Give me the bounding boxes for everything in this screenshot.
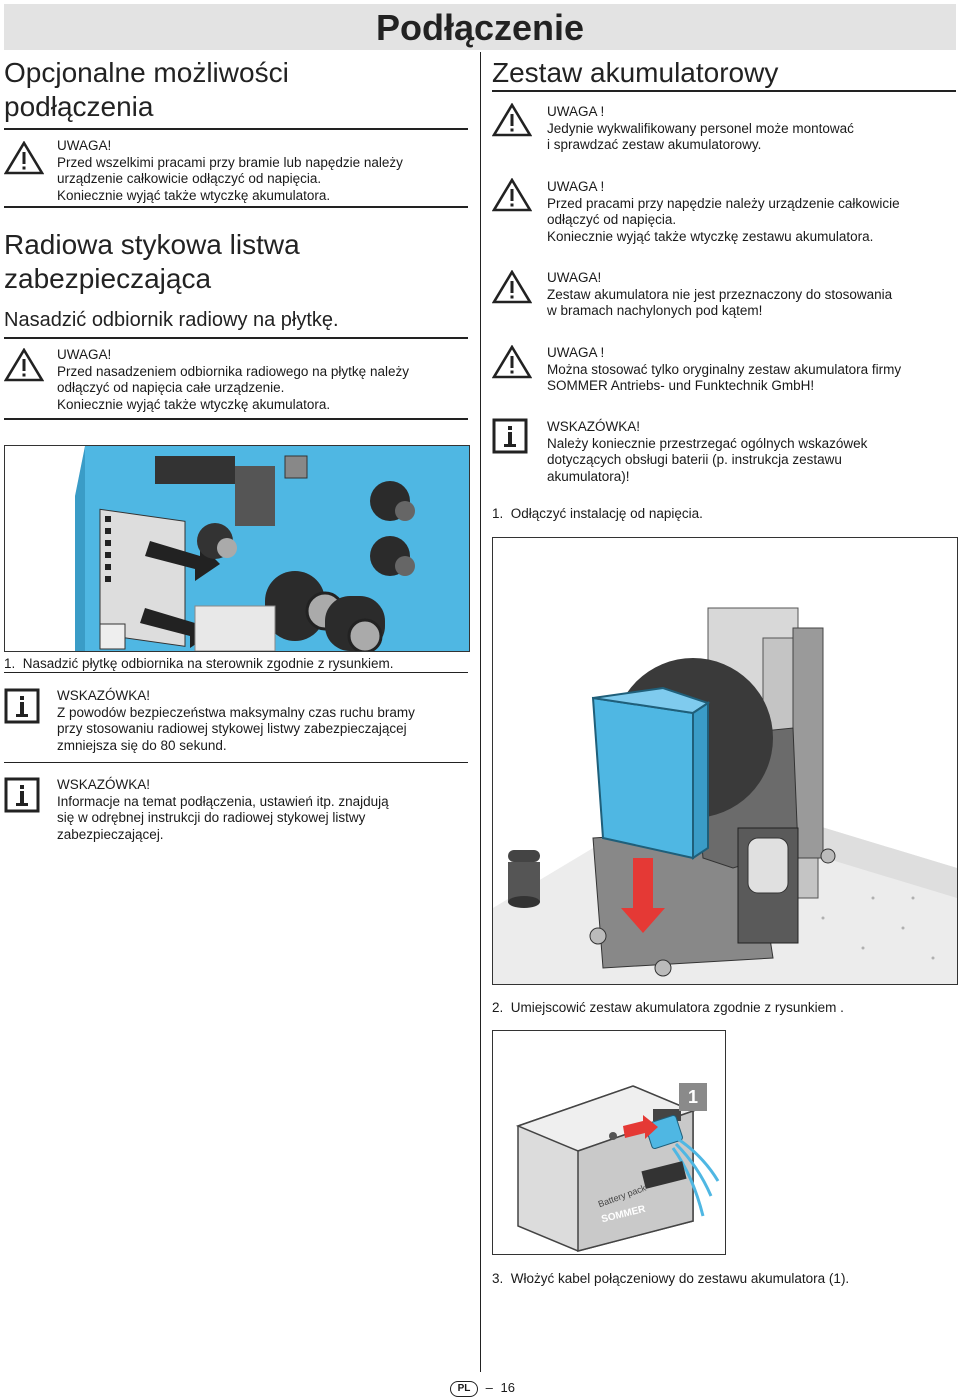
step-1-right: 1. Odłączyć instalację od napięcia.	[492, 506, 703, 522]
header-bar	[4, 4, 956, 50]
warning-icon	[4, 141, 44, 175]
hint-note: WSKAZÓWKA! Należy koniecznie przestrzega…	[547, 419, 867, 485]
step-number: 2.	[492, 1000, 504, 1015]
warning-text-line: Można stosować tylko oryginalny zestaw a…	[547, 361, 902, 377]
warning-note: UWAGA ! Jedynie wykwalifikowany personel…	[547, 104, 854, 154]
divider	[492, 90, 956, 92]
hint-text-line: Należy koniecznie przestrzegać ogólnych …	[547, 435, 868, 451]
info-icon	[4, 777, 40, 813]
warning-text-line: Zestaw akumulatora nie jest przeznaczony…	[547, 286, 893, 302]
battery-cable-figure: 1 Battery pack SOMMER	[492, 1030, 726, 1255]
hint-text-line: Z powodów bezpieczeństwa maksymalny czas…	[57, 704, 415, 720]
section-title-line: zabezpieczająca	[4, 263, 212, 294]
hint-note: WSKAZÓWKA! Informacje na temat podłączen…	[57, 777, 389, 843]
warning-text-line: Przed pracami przy napędzie należy urząd…	[547, 195, 900, 211]
column-divider	[480, 52, 481, 1372]
warning-label: UWAGA!	[57, 347, 112, 362]
section-subtitle: Nasadzić odbiornik radiowy na płytkę.	[4, 309, 339, 331]
info-icon	[4, 688, 40, 724]
warning-icon	[492, 270, 532, 304]
warning-text-line: Przed wszelkimi pracami przy bramie lub …	[57, 154, 403, 170]
section-title-line: Radiowa stykowa listwa	[4, 229, 300, 260]
divider	[4, 672, 468, 673]
warning-text-line: odłączyć od napięcia.	[547, 212, 677, 227]
warning-icon	[492, 103, 532, 137]
warning-icon	[492, 178, 532, 212]
warning-text-line: SOMMER Antriebs- und Funktechnik GmbH!	[547, 378, 815, 393]
footer-dash-icon: –	[485, 1380, 493, 1395]
warning-label: UWAGA !	[547, 104, 605, 119]
step-number: 1.	[4, 656, 16, 671]
hint-text-line: przy stosowaniu radiowej stykowej listwy…	[57, 721, 407, 736]
section-optional-connections-title: Opcjonalne możliwości podłączenia	[4, 56, 289, 124]
warning-note: UWAGA! Zestaw akumulatora nie jest przez…	[547, 270, 892, 320]
warning-label: UWAGA !	[547, 179, 605, 194]
step-2-right: 2. Umiejscowić zestaw akumulatora zgodni…	[492, 1000, 844, 1016]
section-title-battery-pack: Zestaw akumulatorowy	[492, 57, 779, 88]
step-3-right: 3. Włożyć kabel połączeniowy do zestawu …	[492, 1271, 849, 1287]
warning-text-line: Przed nasadzeniem odbiornika radiowego n…	[57, 363, 409, 379]
receiver-board-figure	[4, 445, 470, 652]
divider	[4, 418, 468, 420]
step-1-left: 1. Nasadzić płytkę odbiornika na sterown…	[4, 656, 393, 672]
section-radio-safety-edge-title: Radiowa stykowa listwa zabezpieczająca	[4, 228, 300, 296]
step-text: Nasadzić płytkę odbiornika na sterownik …	[22, 656, 394, 671]
page-number: 16	[500, 1380, 515, 1395]
warning-text-line: odłączyć od napięcia całe urządzenie.	[57, 380, 285, 395]
warning-note: UWAGA ! Przed pracami przy napędzie nale…	[547, 179, 900, 245]
warning-text-line: Koniecznie wyjąć także wtyczkę akumulato…	[57, 187, 331, 203]
warning-note: UWAGA! Przed wszelkimi pracami przy bram…	[57, 138, 403, 204]
step-text: Odłączyć instalację od napięcia.	[510, 506, 703, 521]
hint-text-line: się w odrębnej instrukcji do radiowej st…	[57, 810, 366, 825]
callout-badge: 1	[679, 1083, 707, 1111]
step-number: 1.	[492, 506, 504, 521]
hint-note: WSKAZÓWKA! Z powodów bezpieczeństwa maks…	[57, 688, 415, 754]
language-badge: PL	[450, 1380, 478, 1397]
warning-text-line: urządzenie całkowicie odłączyć od napięc…	[57, 171, 322, 186]
hint-text-line: Informacje na temat podłączenia, ustawie…	[57, 793, 389, 809]
step-text: Umiejscowić zestaw akumulatora zgodnie z…	[510, 1000, 844, 1015]
step-text: Włożyć kabel połączeniowy do zestawu aku…	[510, 1271, 850, 1286]
step-number: 3.	[492, 1271, 504, 1286]
warning-label: UWAGA!	[57, 138, 112, 153]
section-title-line: Opcjonalne możliwości	[4, 57, 289, 88]
divider	[4, 206, 468, 208]
page-footer: PL – 16	[450, 1380, 515, 1397]
divider	[4, 762, 468, 763]
info-icon	[492, 418, 528, 454]
page-title: Podłączenie	[375, 7, 585, 48]
hint-text-line: zmniejsza się do 80 sekund.	[57, 737, 227, 753]
battery-placement-figure	[492, 537, 958, 985]
warning-note: UWAGA ! Można stosować tylko oryginalny …	[547, 345, 901, 395]
warning-label: UWAGA !	[547, 345, 605, 360]
warning-text-line: i sprawdzać zestaw akumulatorowy.	[547, 137, 762, 152]
hint-label: WSKAZÓWKA!	[57, 688, 151, 703]
warning-text-line: w bramach nachylonych pod kątem!	[547, 303, 763, 318]
divider	[4, 128, 468, 130]
warning-icon	[492, 345, 532, 379]
warning-text-line: Koniecznie wyjąć także wtyczkę akumulato…	[57, 396, 331, 412]
hint-text-line: akumulatora)!	[547, 468, 630, 484]
hint-text-line: zabezpieczającej.	[57, 826, 164, 842]
hint-label: WSKAZÓWKA!	[57, 777, 151, 792]
warning-text-line: Koniecznie wyjąć także wtyczkę zestawu a…	[547, 228, 874, 244]
hint-label: WSKAZÓWKA!	[547, 419, 641, 434]
warning-note: UWAGA! Przed nasadzeniem odbiornika radi…	[57, 347, 409, 413]
divider	[4, 337, 468, 339]
section-title-line: podłączenia	[4, 91, 154, 122]
warning-text-line: Jedynie wykwalifikowany personel może mo…	[547, 120, 854, 136]
hint-text-line: dotyczących obsługi baterii (p. instrukc…	[547, 452, 842, 467]
warning-icon	[4, 348, 44, 382]
warning-label: UWAGA!	[547, 270, 602, 285]
